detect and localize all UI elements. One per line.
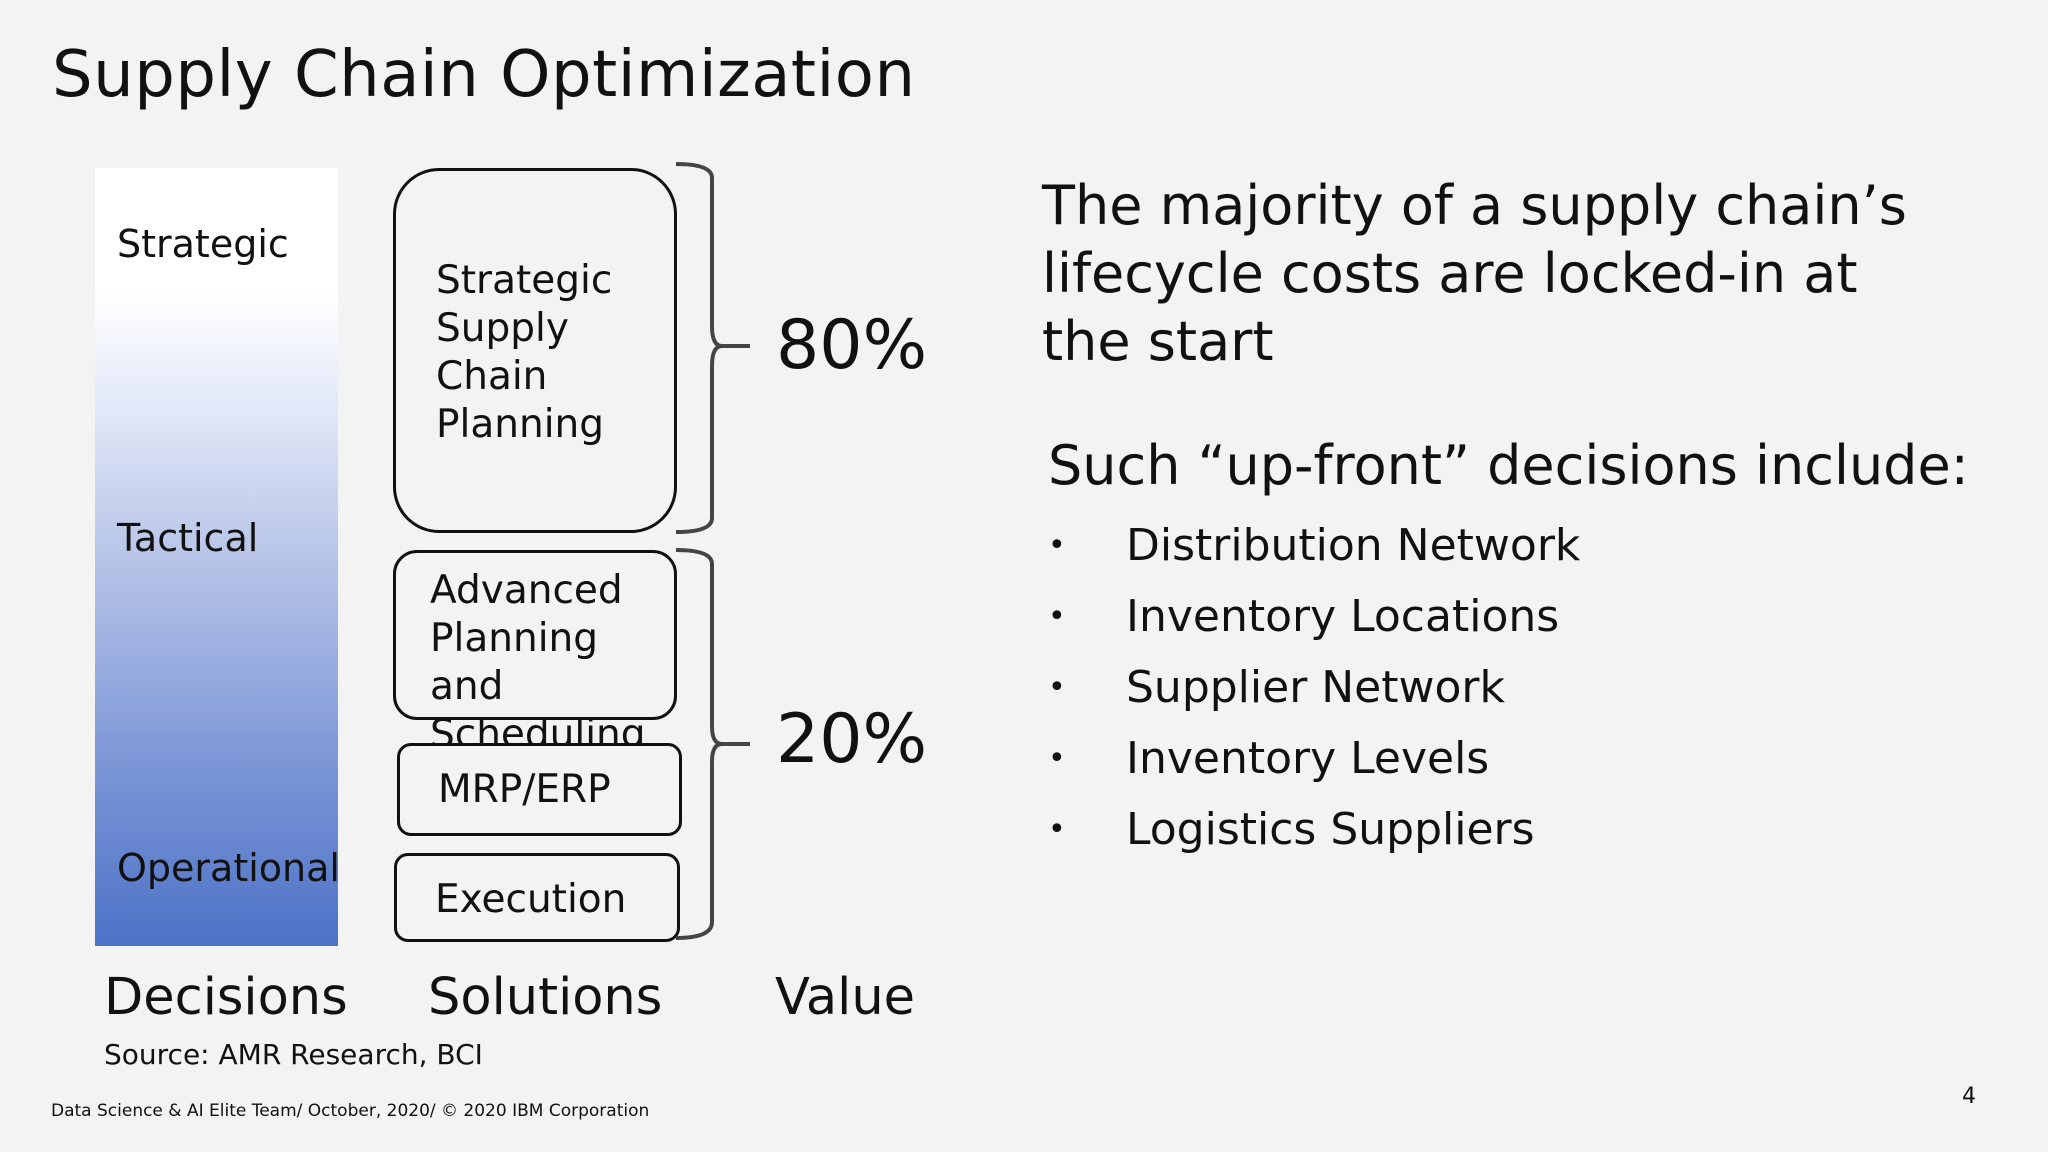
footer-text: Data Science & AI Elite Team/ October, 2… <box>51 1101 650 1121</box>
solution-box-execution: Execution <box>394 853 680 942</box>
bullet-text: Inventory Levels <box>1126 733 1490 784</box>
decision-gradient-bar <box>95 168 338 946</box>
column-label-solutions: Solutions <box>428 968 663 1027</box>
decisions-subheading: Such “up-front” decisions include: <box>1048 434 1969 497</box>
bullet-text: Inventory Locations <box>1126 591 1560 642</box>
bullet-icon: • <box>1048 812 1066 847</box>
value-80-percent: 80% <box>776 306 928 385</box>
solution-box-label: Advanced Planning and Scheduling <box>430 568 646 757</box>
brace-top <box>675 162 750 534</box>
solution-box-label: MRP/ERP <box>438 767 611 812</box>
level-tactical: Tactical <box>117 516 259 560</box>
level-strategic: Strategic <box>117 222 289 266</box>
level-operational: Operational <box>117 846 340 890</box>
source-note: Source: AMR Research, BCI <box>104 1038 483 1071</box>
column-label-value: Value <box>775 968 916 1027</box>
brace-bottom <box>675 548 750 940</box>
bullet-icon: • <box>1048 599 1066 634</box>
bullet-text: Supplier Network <box>1126 662 1505 713</box>
bullet-text: Logistics Suppliers <box>1126 804 1535 855</box>
bullet-icon: • <box>1048 670 1066 705</box>
solution-box-aps: Advanced Planning and Scheduling <box>393 550 677 757</box>
bullet-icon: • <box>1048 528 1066 563</box>
solution-box-label: Strategic Supply Chain Planning <box>436 258 613 447</box>
solution-box-mrp-erp: MRP/ERP <box>397 743 682 836</box>
slide-title: Supply Chain Optimization <box>52 38 916 112</box>
bullet-icon: • <box>1048 741 1066 776</box>
value-20-percent: 20% <box>776 700 928 779</box>
solution-box-strategic-planning: Strategic Supply Chain Planning <box>393 168 677 533</box>
solution-box-label: Execution <box>435 877 627 922</box>
column-label-decisions: Decisions <box>104 968 348 1027</box>
bullet-text: Distribution Network <box>1126 520 1581 571</box>
main-statement: The majority of a supply chain’s lifecyc… <box>1042 174 1907 373</box>
page-number: 4 <box>1962 1084 1976 1109</box>
